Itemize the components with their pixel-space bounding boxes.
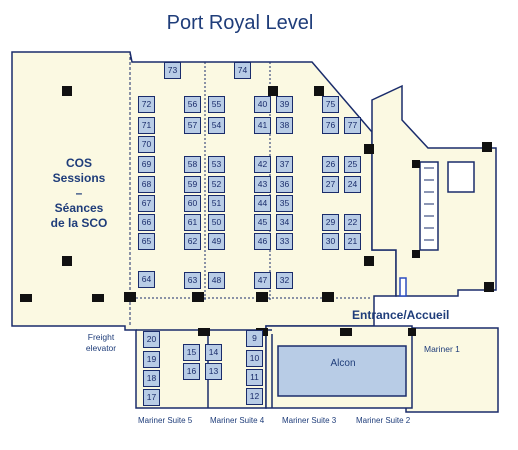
booth[interactable]: 24 (344, 176, 361, 193)
structural-columns (20, 86, 494, 336)
stairs-icon (447, 161, 475, 193)
alcon-label: Alcon (330, 358, 356, 369)
escalator-icon (419, 161, 439, 251)
mariner-suite-4-label: Mariner Suite 4 (210, 416, 265, 425)
booth[interactable]: 21 (344, 233, 361, 250)
booth[interactable]: 64 (138, 271, 155, 288)
booth[interactable]: 48 (208, 272, 225, 289)
mariner-1-room (405, 327, 499, 413)
booth[interactable]: 14 (205, 344, 222, 361)
booth[interactable]: 29 (322, 214, 339, 231)
booth[interactable]: 44 (254, 195, 271, 212)
booth[interactable]: 22 (344, 214, 361, 231)
booth[interactable]: 45 (254, 214, 271, 231)
elevator-icon (399, 277, 407, 297)
entrance-label: Entrance/Accueil (352, 308, 450, 322)
booth[interactable]: 16 (183, 363, 200, 380)
freight-elevator-label: Freight elevator (85, 332, 117, 353)
booth[interactable]: 20 (143, 331, 160, 348)
exhibit-hall-floor (11, 51, 397, 409)
mariner-suite-5-label: Mariner Suite 5 (138, 416, 193, 425)
booth[interactable]: 26 (322, 156, 339, 173)
booth[interactable]: 73 (164, 62, 181, 79)
booth[interactable]: 61 (184, 214, 201, 231)
booth[interactable]: 19 (143, 351, 160, 368)
booth[interactable]: 76 (322, 117, 339, 134)
booth[interactable]: 15 (183, 344, 200, 361)
booth[interactable]: 13 (205, 363, 222, 380)
booth[interactable]: 72 (138, 96, 155, 113)
booth[interactable]: 32 (276, 272, 293, 289)
booth[interactable]: 70 (138, 136, 155, 153)
booth[interactable]: 37 (276, 156, 293, 173)
booth[interactable]: 9 (246, 330, 263, 347)
booth[interactable]: 63 (184, 272, 201, 289)
booth[interactable]: 57 (184, 117, 201, 134)
booth[interactable]: 42 (254, 156, 271, 173)
mariner-suite-3-label: Mariner Suite 3 (282, 416, 337, 425)
booth[interactable]: 52 (208, 176, 225, 193)
booth[interactable]: 51 (208, 195, 225, 212)
booth[interactable]: 30 (322, 233, 339, 250)
booth[interactable]: 69 (138, 156, 155, 173)
booth[interactable]: 66 (138, 214, 155, 231)
booth[interactable]: 56 (184, 96, 201, 113)
booth[interactable]: 38 (276, 117, 293, 134)
booth[interactable]: 27 (322, 176, 339, 193)
booth[interactable]: 46 (254, 233, 271, 250)
booth[interactable]: 74 (234, 62, 251, 79)
booth[interactable]: 62 (184, 233, 201, 250)
booth[interactable]: 11 (246, 369, 263, 386)
booth[interactable]: 67 (138, 195, 155, 212)
map-title: Port Royal Level (166, 12, 314, 34)
booth[interactable]: 41 (254, 117, 271, 134)
booth[interactable]: 50 (208, 214, 225, 231)
booth[interactable]: 54 (208, 117, 225, 134)
booth[interactable]: 53 (208, 156, 225, 173)
booth[interactable]: 77 (344, 117, 361, 134)
booth[interactable]: 58 (184, 156, 201, 173)
booth[interactable]: 65 (138, 233, 155, 250)
booth[interactable]: 35 (276, 195, 293, 212)
booth[interactable]: 36 (276, 176, 293, 193)
booth[interactable]: 17 (143, 389, 160, 406)
booth[interactable]: 43 (254, 176, 271, 193)
booth[interactable]: 49 (208, 233, 225, 250)
booth[interactable]: 34 (276, 214, 293, 231)
booth[interactable]: 68 (138, 176, 155, 193)
booth[interactable]: 55 (208, 96, 225, 113)
mariner-suite-2-label: Mariner Suite 2 (356, 416, 411, 425)
booth[interactable]: 33 (276, 233, 293, 250)
mariner-1-label: Mariner 1 (424, 344, 460, 354)
booth[interactable]: 71 (138, 117, 155, 134)
booth[interactable]: 47 (254, 272, 271, 289)
alcon-room (277, 345, 407, 397)
booth[interactable]: 25 (344, 156, 361, 173)
booth[interactable]: 75 (322, 96, 339, 113)
booth[interactable]: 18 (143, 370, 160, 387)
booth[interactable]: 40 (254, 96, 271, 113)
cos-sessions-label: COS Sessions – Séances de la SCO (50, 156, 108, 230)
booth[interactable]: 10 (246, 350, 263, 367)
booth[interactable]: 12 (246, 388, 263, 405)
booth[interactable]: 60 (184, 195, 201, 212)
booth[interactable]: 59 (184, 176, 201, 193)
booth[interactable]: 39 (276, 96, 293, 113)
